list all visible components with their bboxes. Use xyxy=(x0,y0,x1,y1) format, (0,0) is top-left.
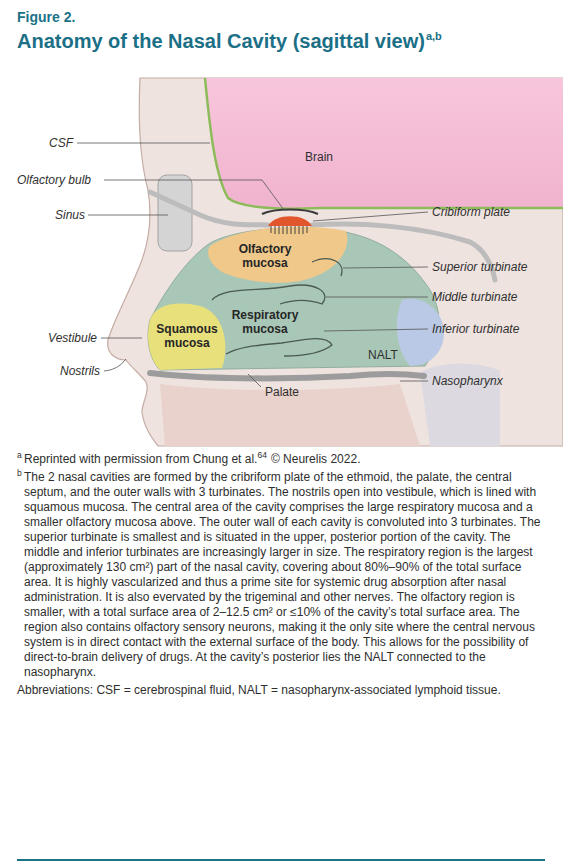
part-label: Inferior turbinate xyxy=(432,322,519,336)
leader-line xyxy=(77,143,210,144)
footnotes: aReprinted with permission from Chung et… xyxy=(17,452,545,701)
tongue xyxy=(160,384,420,446)
figure-title: Anatomy of the Nasal Cavity (sagittal vi… xyxy=(17,30,425,52)
part-label: Sinus xyxy=(55,208,85,222)
leader-line xyxy=(88,215,168,216)
brain xyxy=(205,78,563,209)
region-label: NALT xyxy=(368,348,398,362)
leader-line xyxy=(343,267,428,268)
abbreviations: Abbreviations: CSF = cerebrospinal fluid… xyxy=(17,683,545,698)
footnote: bThe 2 nasal cavities are formed by the … xyxy=(17,470,545,680)
csf-line xyxy=(205,78,563,209)
olfactory-nerves xyxy=(271,226,307,234)
olfactory-bulb xyxy=(262,210,318,215)
palate xyxy=(150,373,424,378)
part-label: Nostrils xyxy=(60,364,100,378)
footnote-marker: b xyxy=(17,467,22,479)
footnote-text: © Neurelis 2022. xyxy=(271,452,361,466)
turbinate-lines xyxy=(212,259,342,356)
footnote-marker: a xyxy=(17,449,22,461)
sinus xyxy=(158,175,192,251)
abbreviations-text: Abbreviations: CSF = cerebrospinal fluid… xyxy=(17,683,501,697)
cribriform-plate xyxy=(268,216,312,226)
footnote: aReprinted with permission from Chung et… xyxy=(17,452,545,467)
part-label: Palate xyxy=(265,385,299,399)
region-label: Squamous mucosa xyxy=(151,322,223,350)
footnote-text: Reprinted with permission from Chung et … xyxy=(24,452,257,466)
reference-number: 64 xyxy=(257,450,266,460)
region-label: Brain xyxy=(305,150,333,164)
bottom-rule xyxy=(17,859,545,861)
region-label: Olfactory mucosa xyxy=(219,242,311,270)
footnote-text: The 2 nasal cavities are formed by the c… xyxy=(24,470,541,679)
part-label: Middle turbinate xyxy=(432,290,517,304)
region-label: Respiratory mucosa xyxy=(219,308,311,336)
part-label: Superior turbinate xyxy=(432,260,527,274)
leader-line xyxy=(326,297,428,298)
figure-number: Figure 2. xyxy=(17,8,547,26)
olfactory-mucosa xyxy=(208,227,347,283)
squamous-mucosa xyxy=(148,304,225,370)
leader-line xyxy=(400,381,428,382)
part-label: Nasopharynx xyxy=(432,374,503,388)
part-label: Vestibule xyxy=(48,331,97,345)
part-label: Olfactory bulb xyxy=(17,173,91,187)
part-label: Cribiform plate xyxy=(432,205,510,219)
leader-line xyxy=(104,180,284,210)
leader-line xyxy=(313,212,428,221)
leader-line xyxy=(248,374,261,387)
leader-line xyxy=(324,329,428,331)
head-skin xyxy=(108,78,563,446)
heading-block: Figure 2. Anatomy of the Nasal Cavity (sa… xyxy=(17,8,547,54)
footnote-marker: a,b xyxy=(426,30,442,42)
title-line: Anatomy of the Nasal Cavity (sagittal vi… xyxy=(17,28,547,54)
leader-line xyxy=(101,338,142,339)
leader-line xyxy=(104,359,126,371)
part-label: CSF xyxy=(49,136,73,150)
leader-lines xyxy=(77,143,428,387)
